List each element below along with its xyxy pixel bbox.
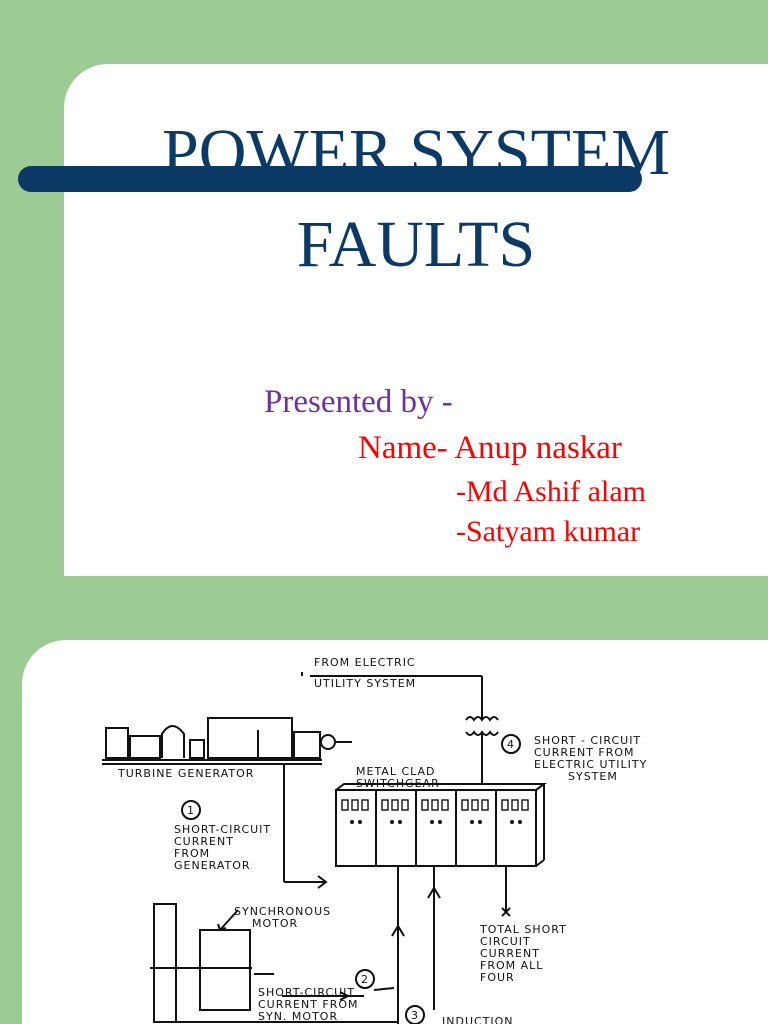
presented-by-label: Presented by - — [264, 384, 453, 420]
utility-current-line-1: SHORT - CIRCUIT — [534, 734, 641, 747]
total-current-line-1: TOTAL SHORT — [479, 923, 567, 936]
presenter-name-1: Name- Anup naskar — [358, 430, 622, 466]
marker-4: 4 — [507, 738, 515, 751]
utility-current-line-2: CURRENT FROM — [534, 746, 635, 759]
marker-2: 2 — [361, 973, 369, 986]
slide-title-line-1: POWER SYSTEM — [162, 116, 670, 189]
label-induction: INDUCTION — [442, 1015, 514, 1024]
syn-current-line-1: SHORT-CIRCUIT — [258, 986, 355, 999]
marker-3: 3 — [411, 1009, 419, 1022]
total-current-line-3: CURRENT — [480, 947, 540, 960]
slide-title-line-2: FAULTS — [296, 208, 536, 281]
syn-current-line-3: SYN. MOTOR — [258, 1010, 338, 1023]
syn-current-line-2: CURRENT FROM — [258, 998, 359, 1011]
motor-label-line-2: MOTOR — [252, 917, 298, 930]
presenter-name-3: -Satyam kumar — [456, 515, 641, 548]
gen-current-line-3: FROM — [174, 847, 210, 860]
motor-label-line-1: SYNCHRONOUS — [234, 905, 331, 918]
marker-1: 1 — [187, 804, 195, 817]
utility-current-line-4: SYSTEM — [568, 770, 618, 783]
total-current-line-4: FROM ALL — [480, 959, 543, 972]
gen-current-line-1: SHORT-CIRCUIT — [174, 823, 271, 836]
label-metal-clad: METAL CLAD — [356, 765, 436, 778]
slide-panel-top — [64, 64, 768, 576]
slide-panel-bottom — [22, 640, 768, 1024]
presenter-name-2: -Md Ashif alam — [456, 475, 646, 508]
utility-current-line-3: ELECTRIC UTILITY — [534, 758, 647, 771]
label-utility-system: UTILITY SYSTEM — [314, 677, 416, 690]
label-switchgear: SWITCHGEAR — [356, 777, 440, 790]
label-turbine-generator: TURBINE GENERATOR — [117, 767, 254, 780]
total-current-line-5: FOUR — [480, 971, 515, 984]
label-from-electric: FROM ELECTRIC — [314, 656, 416, 669]
gen-current-line-4: GENERATOR — [174, 859, 251, 872]
gen-current-line-2: CURRENT — [174, 835, 234, 848]
title-underline-bar — [18, 166, 642, 192]
total-current-line-2: CIRCUIT — [480, 935, 531, 948]
short-circuit-diagram: FROM ELECTRIC UTILITY SYSTEM TURBINE GEN… — [102, 656, 647, 1024]
